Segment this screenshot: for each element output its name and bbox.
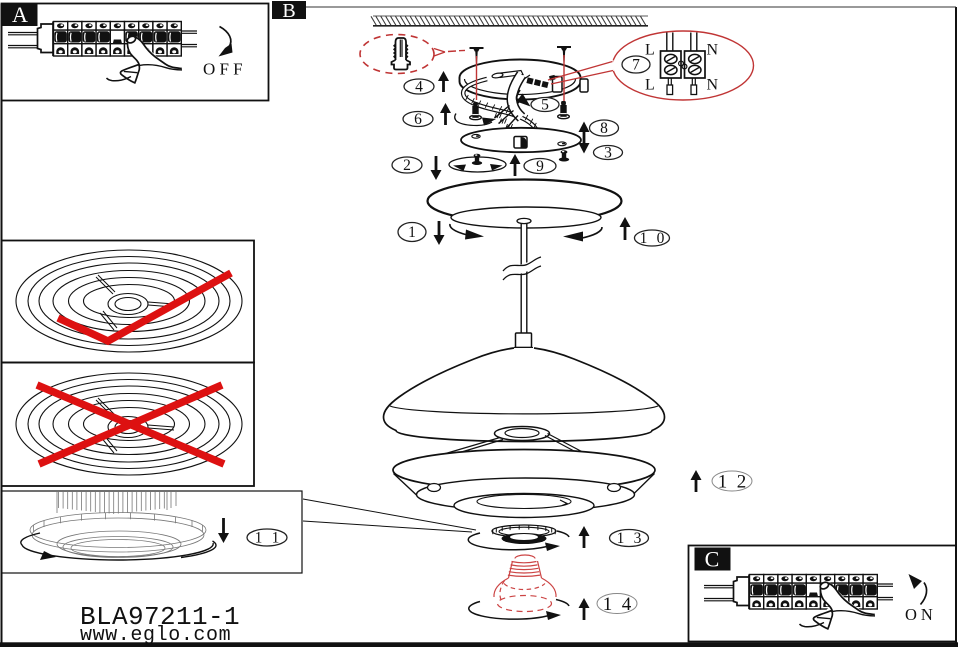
svg-text:B: B (282, 0, 295, 22)
svg-text:1: 1 (272, 530, 280, 547)
svg-text:5: 5 (541, 97, 549, 114)
svg-text:1: 1 (408, 224, 416, 241)
svg-text:4: 4 (622, 594, 632, 615)
svg-text:1: 1 (603, 594, 613, 615)
svg-text:L: L (645, 42, 655, 59)
svg-text:1: 1 (255, 530, 263, 547)
svg-text:2: 2 (403, 157, 411, 174)
svg-text:4: 4 (415, 79, 423, 96)
svg-text:9: 9 (536, 158, 544, 175)
svg-text:C: C (705, 547, 720, 572)
svg-text:1: 1 (617, 530, 625, 547)
svg-text:1: 1 (718, 471, 728, 492)
svg-text:8: 8 (600, 120, 608, 137)
svg-text:OFF: OFF (203, 60, 247, 79)
svg-text:A: A (12, 2, 28, 27)
svg-text:3: 3 (604, 145, 612, 162)
svg-text:6: 6 (414, 111, 422, 128)
svg-text:1: 1 (640, 230, 648, 247)
svg-text:N: N (707, 77, 719, 94)
svg-text:ON: ON (905, 605, 937, 624)
svg-text:www.eglo.com: www.eglo.com (80, 624, 231, 647)
svg-text:3: 3 (634, 530, 642, 547)
svg-text:0: 0 (657, 230, 665, 247)
svg-text:2: 2 (737, 471, 747, 492)
svg-text:L: L (645, 77, 655, 94)
svg-text:7: 7 (632, 57, 640, 74)
svg-text:BLA97211-1: BLA97211-1 (80, 602, 240, 632)
svg-text:N: N (707, 42, 719, 59)
